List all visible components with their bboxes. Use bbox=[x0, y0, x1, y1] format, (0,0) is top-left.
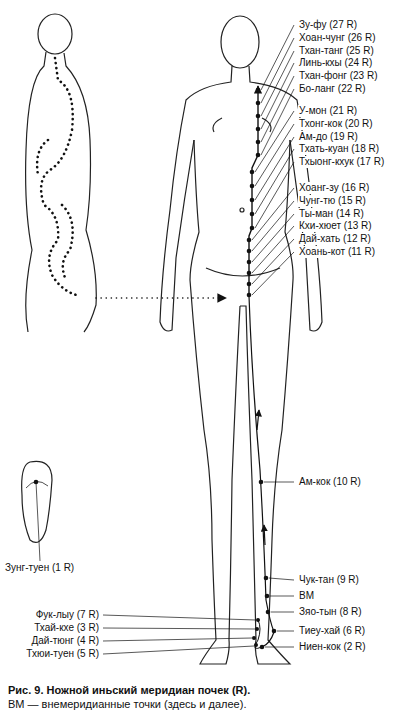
point-label: Тхан-фонг (23 R) bbox=[298, 70, 379, 82]
point-label: Зу-фу (27 R) bbox=[298, 19, 358, 31]
point-label: Хоань-кот (11 R) bbox=[298, 246, 376, 258]
acupoint bbox=[34, 480, 39, 485]
point-label: Хоан-чунг (26 R) bbox=[298, 32, 376, 44]
right-leg bbox=[240, 140, 293, 664]
point-label: Тиеу-хай (6 R) bbox=[298, 625, 366, 637]
point-label: Хоанг-зу (16 R) bbox=[298, 182, 370, 194]
side-back bbox=[26, 52, 46, 332]
ankle-loop bbox=[255, 620, 262, 648]
point-label: Ты-ман (14 R) bbox=[298, 208, 365, 220]
point-label: Тхюи-туен (5 R) bbox=[25, 648, 100, 660]
navel bbox=[240, 208, 244, 212]
head bbox=[221, 16, 259, 68]
leader-lines bbox=[36, 25, 294, 654]
point-label: Зунг-туен (1 R) bbox=[4, 562, 75, 574]
point-label: Чунг-тю (15 R) bbox=[298, 195, 367, 207]
point-label: Фук-лыу (7 R) bbox=[35, 609, 100, 621]
chest-marks bbox=[213, 118, 271, 132]
meridian-line-leg bbox=[249, 296, 274, 647]
point-label: Дай-хать (12 R) bbox=[298, 233, 372, 245]
point-label: У-мон (21 R) bbox=[298, 105, 358, 117]
direction-arrow bbox=[264, 525, 265, 545]
point-label: Тхать-куан (18 R) bbox=[298, 143, 380, 155]
note: ВМ — внемеридианные точки (здесь и далее… bbox=[8, 698, 246, 711]
point-label: Зяо-тын (8 R) bbox=[298, 606, 363, 618]
acupoints bbox=[247, 88, 277, 650]
foot-sole bbox=[22, 461, 52, 542]
side-meridian bbox=[37, 58, 80, 296]
point-label: Тхонг-кок (20 R) bbox=[298, 118, 374, 130]
point-label: Чук-тан (9 R) bbox=[298, 574, 360, 586]
left-leg bbox=[190, 140, 240, 664]
point-label: Тхай-кхе (3 R) bbox=[33, 622, 100, 634]
caption: Рис. 9. Ножной иньский меридиан почек (R… bbox=[8, 684, 250, 697]
point-label: Ниен-кок (2 R) bbox=[298, 641, 367, 653]
point-label: Бо-ланг (22 R) bbox=[298, 83, 367, 95]
point-label: Тхан-танг (25 R) bbox=[298, 45, 375, 57]
point-label: Ам-до (19 R) bbox=[298, 131, 359, 143]
point-label: Дай-тюнг (4 R) bbox=[31, 635, 101, 647]
groin-line bbox=[206, 268, 280, 276]
point-label: Тхыонг-кхук (17 R) bbox=[298, 156, 385, 168]
point-label: Линь-кхы (24 R) bbox=[298, 57, 373, 69]
side-head bbox=[38, 14, 72, 54]
point-label: Кхи-хюет (13 R) bbox=[298, 220, 373, 232]
point-label: ВМ bbox=[298, 590, 315, 602]
side-figure bbox=[26, 14, 97, 332]
direction-arrow bbox=[257, 410, 259, 430]
point-label: Ам-кок (10 R) bbox=[298, 476, 362, 488]
